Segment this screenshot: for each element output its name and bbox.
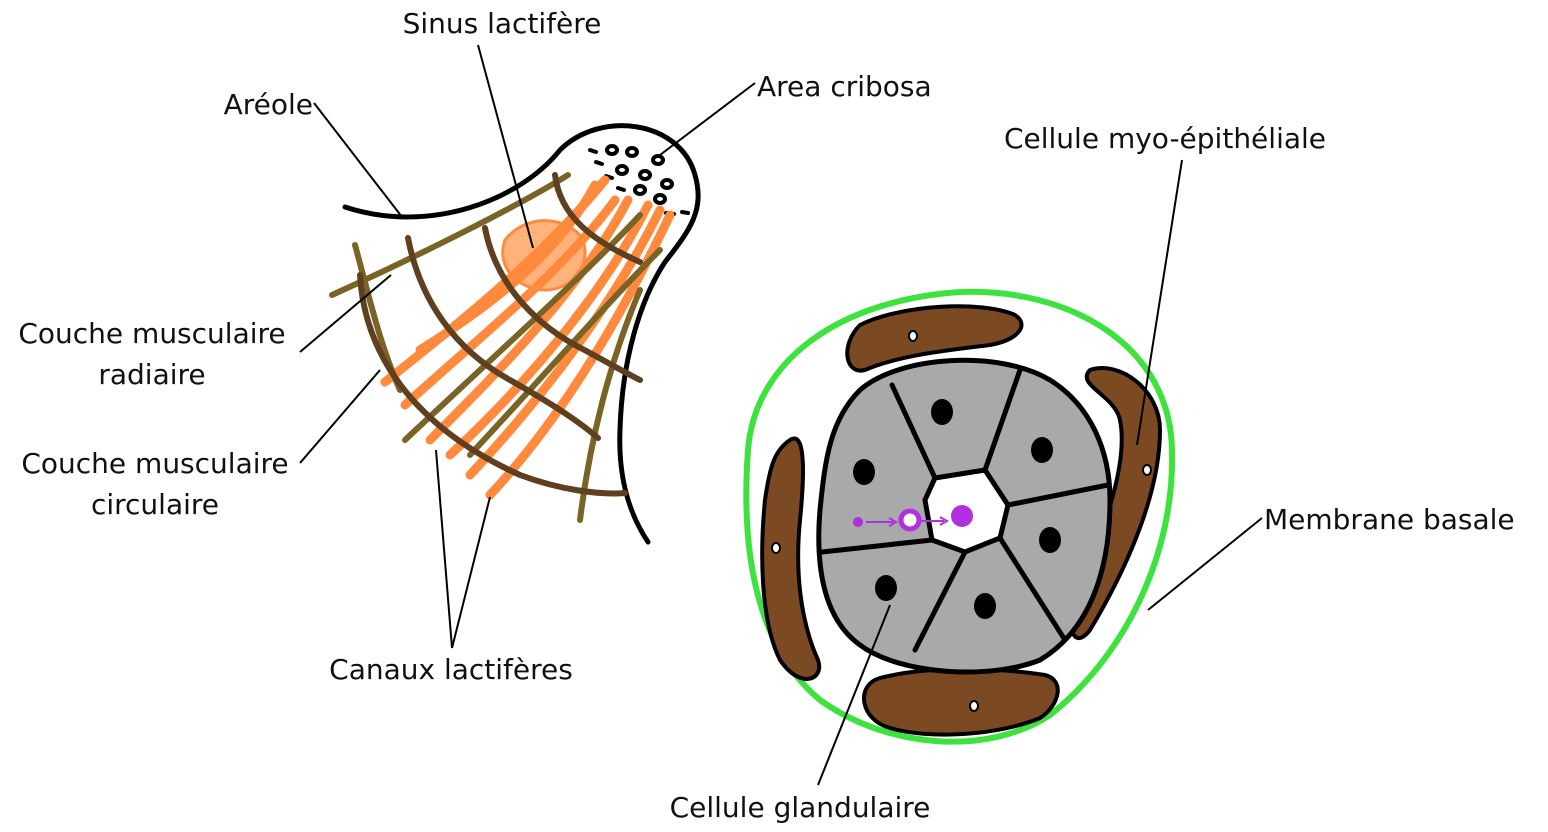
label-couche-radiaire-line2: radiaire	[98, 358, 205, 391]
alveolus-cross-section	[746, 292, 1172, 742]
label-areole: Aréole	[224, 88, 313, 121]
label-membrane-basale: Membrane basale	[1264, 503, 1515, 536]
label-cellule-glandulaire: Cellule glandulaire	[670, 791, 931, 824]
labels: Sinus lactifère Area cribosa Aréole Cell…	[18, 7, 1514, 824]
label-couche-radiaire-line1: Couche musculaire	[18, 317, 285, 350]
label-couche-circulaire-line1: Couche musculaire	[21, 447, 288, 480]
label-sinus-lactifere: Sinus lactifère	[403, 7, 602, 40]
label-canaux-lactiferes: Canaux lactifères	[329, 653, 573, 686]
nipple-schematic	[332, 126, 698, 542]
label-cellule-myoepitheliale: Cellule myo-épithéliale	[1004, 122, 1326, 155]
label-area-cribosa: Area cribosa	[757, 70, 932, 103]
label-couche-circulaire-line2: circulaire	[91, 488, 219, 521]
